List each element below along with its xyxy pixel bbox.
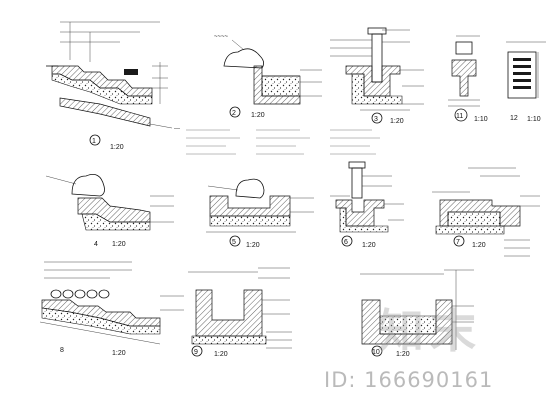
detail-5-section: 5 1:20 xyxy=(206,178,314,249)
detail-12-number: 12 xyxy=(510,115,518,122)
detail-5-number: 5 xyxy=(232,239,236,246)
detail-10-scale: 1:20 xyxy=(396,351,410,358)
detail-8-section: 8 1:20 xyxy=(39,261,184,357)
detail-10-number: 10 xyxy=(372,349,380,356)
detail-3-number: 3 xyxy=(374,116,378,123)
detail-11-number: 11 xyxy=(456,113,463,120)
detail-8-scale: 1:20 xyxy=(112,350,126,357)
watermark-logo: 知末 xyxy=(378,304,482,358)
detail-11-section: 11 1:10 xyxy=(448,35,488,123)
detail-1-number: 1 xyxy=(92,138,96,145)
detail-6-scale: 1:20 xyxy=(362,242,376,249)
detail-7-scale: 1:20 xyxy=(472,242,486,249)
detail-8-number: 8 xyxy=(60,347,64,354)
detail-1-section: --- 1 1:20 xyxy=(46,21,180,151)
detail-2-number: 2 xyxy=(232,110,236,117)
watermark-id: ID: 166690161 xyxy=(324,368,494,392)
detail-2-scale: 1:20 xyxy=(251,112,265,119)
detail-1-scale: 1:20 xyxy=(110,144,124,151)
detail-9-section: 9 1:20 xyxy=(188,267,292,358)
detail-10-section: 10 1:20 xyxy=(360,269,474,358)
detail-7-section: 7 1:20 xyxy=(432,167,540,257)
detail-6-number: 6 xyxy=(344,239,348,246)
detail-4-number: 4 xyxy=(94,241,98,248)
detail-9-scale: 1:20 xyxy=(214,351,228,358)
detail-9-number: 9 xyxy=(194,349,198,356)
detail-3-scale: 1:20 xyxy=(390,118,404,125)
detail-6-section: 6 1:20 xyxy=(330,161,404,249)
detail-5-scale: 1:20 xyxy=(246,242,260,249)
detail-7-number: 7 xyxy=(456,239,460,246)
detail-12-section: 12 1:10 xyxy=(506,41,546,123)
general-notes xyxy=(186,129,380,155)
detail-11-scale: 1:10 xyxy=(474,116,488,123)
detail-2-section: ~~~~ 2 1:20 xyxy=(214,34,322,119)
svg-text:~~~~: ~~~~ xyxy=(214,34,229,40)
detail-12-scale: 1:10 xyxy=(527,116,541,123)
detail-4-section: 4 1:20 xyxy=(45,173,174,248)
detail-3-section: 3 1:20 xyxy=(330,27,424,125)
detail-4-scale: 1:20 xyxy=(112,241,126,248)
svg-text:---: --- xyxy=(174,126,180,132)
